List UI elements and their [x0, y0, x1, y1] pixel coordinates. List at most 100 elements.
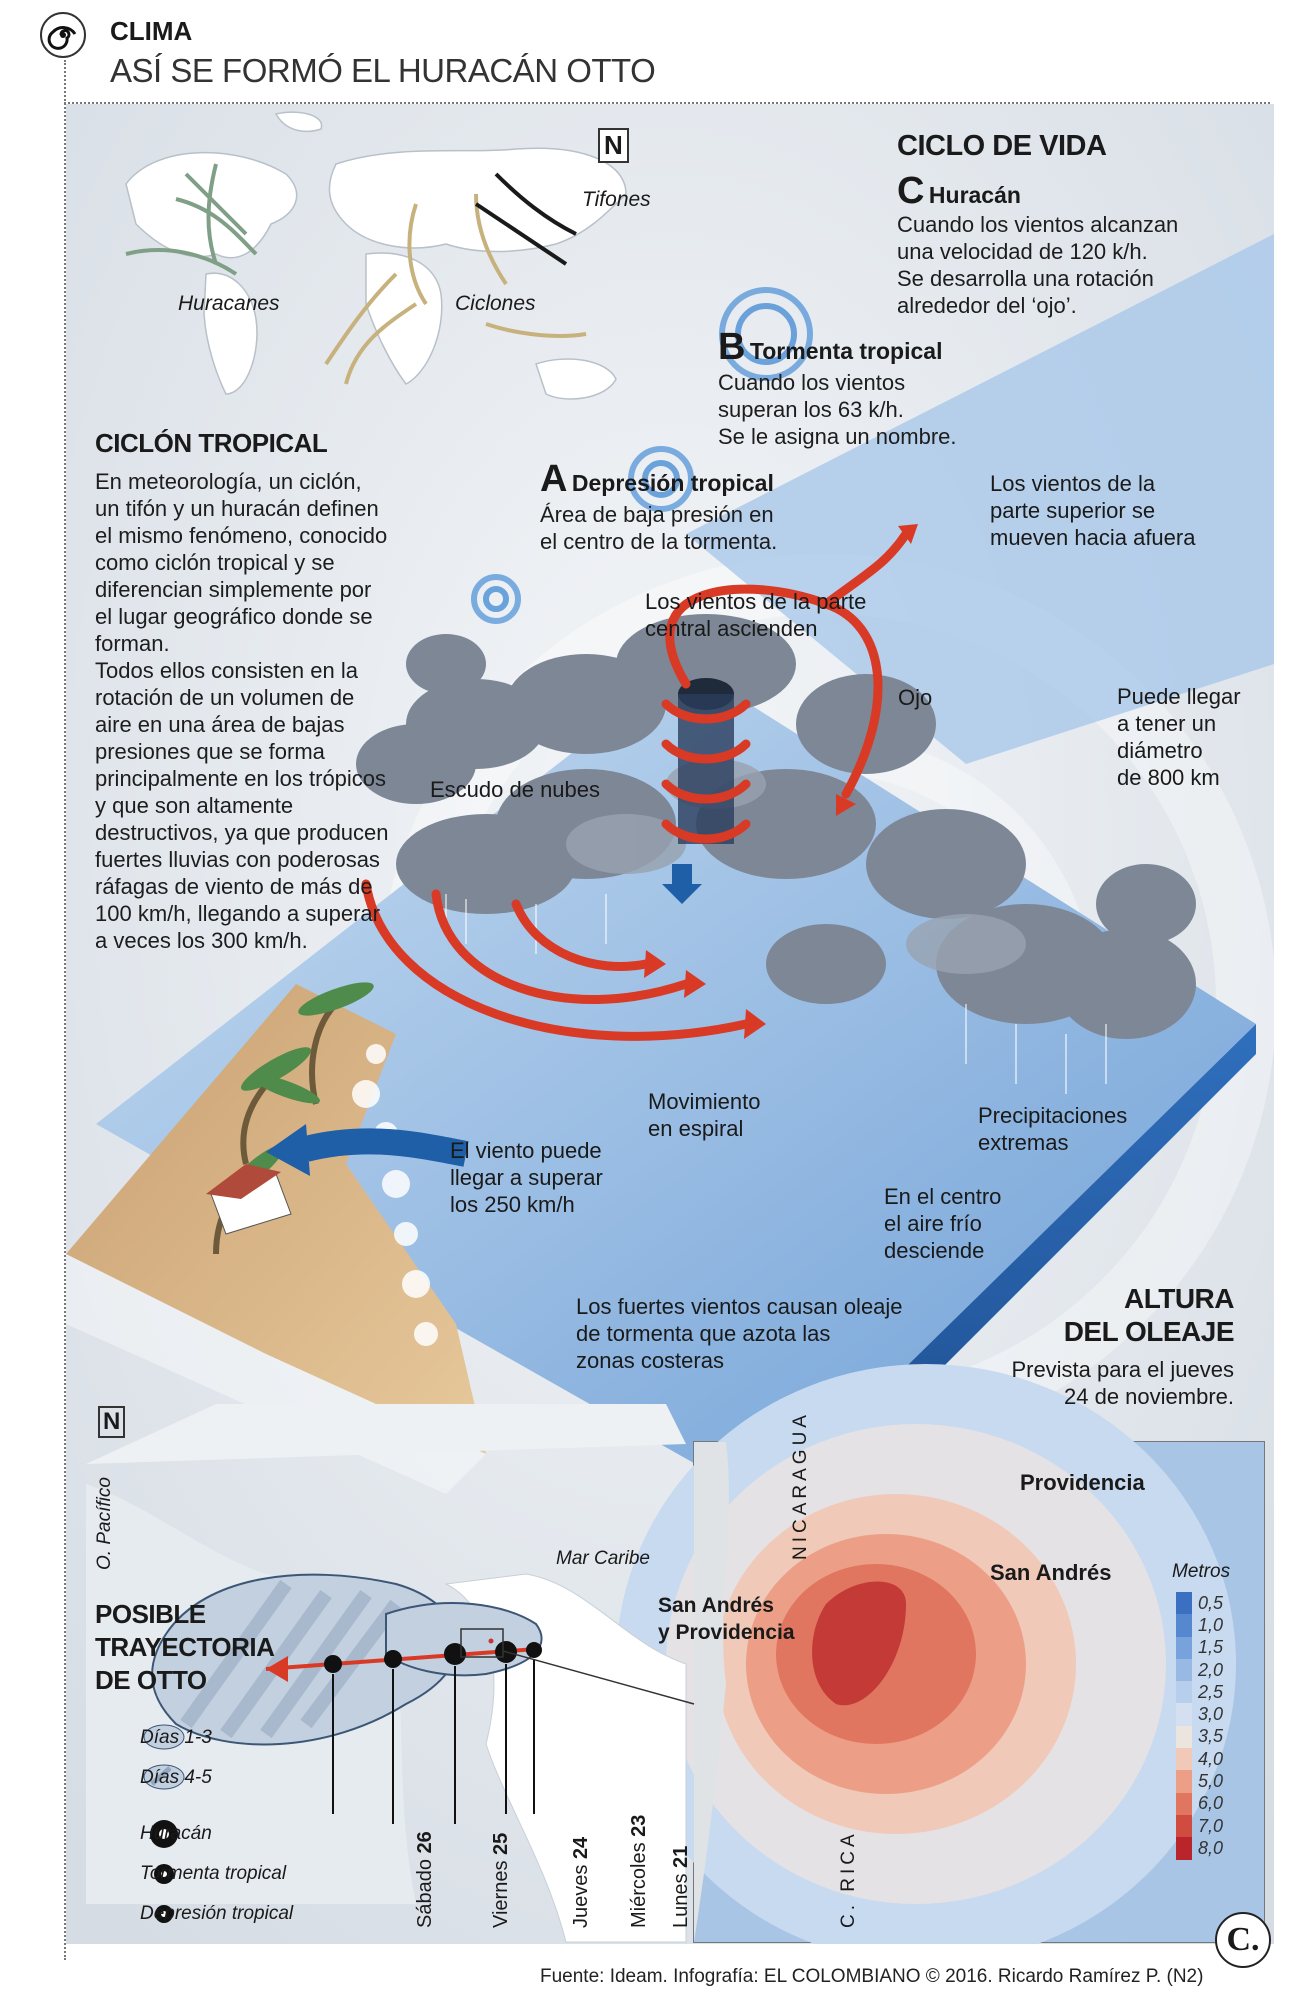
wave-legend-swatch	[1176, 1837, 1192, 1860]
label-cloud-shield: Escudo de nubes	[430, 777, 601, 802]
north-marker: N	[598, 128, 629, 163]
waves-title: ALTURA DEL OLEAJE	[1063, 1283, 1235, 1347]
wave-legend-item: 4,0	[1176, 1748, 1224, 1771]
section-label: CLIMA	[110, 16, 193, 46]
wave-legend-value: 3,5	[1198, 1726, 1224, 1747]
wave-legend-swatch	[1176, 1592, 1192, 1615]
wave-legend-value: 3,0	[1198, 1704, 1224, 1725]
wave-legend-value: 1,0	[1198, 1614, 1224, 1635]
day-number: 26	[414, 1831, 436, 1854]
cyclone-title: CICLÓN TROPICAL	[95, 428, 328, 458]
wave-legend-swatch	[1176, 1814, 1192, 1838]
hurricane-illustration	[66, 104, 1274, 1944]
stage-a-letter: A	[540, 458, 568, 500]
wave-legend-value: 0,5	[1198, 1592, 1224, 1613]
legend-days-4-5: Días 4-5	[140, 1767, 212, 1788]
day-number: 24	[570, 1836, 592, 1860]
footer-credit: Fuente: Ideam. Infografía: EL COLOMBIANO…	[540, 1966, 1204, 1987]
stage-c-name: Huracán	[928, 182, 1021, 208]
wave-legend-value: 7,0	[1198, 1815, 1224, 1836]
cyclone-text: En meteorología, un ciclón, un tifón y u…	[95, 469, 389, 953]
trajectory-north-marker: N	[98, 1406, 126, 1438]
cold-air-arrow	[662, 864, 702, 904]
day-number: 25	[490, 1832, 512, 1855]
trajectory-title: POSIBLE TRAYECTORIA DE OTTO	[95, 1599, 275, 1695]
label-costa-rica: C. RICA	[838, 1830, 859, 1928]
wave-legend-item: 7,0	[1176, 1814, 1224, 1838]
stage-c: C Huracán	[897, 170, 1021, 213]
day-label: Lunes 21	[670, 1846, 693, 1928]
wave-legend-swatch	[1176, 1681, 1192, 1704]
page-title: ASÍ SE FORMÓ EL HURACÁN OTTO	[110, 52, 656, 89]
wave-legend-item: 0,5	[1176, 1592, 1224, 1615]
wave-legend-value: 2,5	[1198, 1681, 1224, 1702]
legend-tropical-storm: Tormenta tropical	[140, 1863, 287, 1884]
day-name: Sábado	[414, 1853, 436, 1928]
lifecycle-title: CICLO DE VIDA	[897, 130, 1107, 162]
label-san-andres: San Andrés	[990, 1560, 1112, 1585]
stage-a: A Depresión tropical	[540, 458, 774, 501]
wave-map	[616, 1364, 1264, 1944]
day-label: Miércoles 23	[628, 1815, 651, 1928]
logo-text: C.	[1226, 1921, 1260, 1958]
wave-legend-value: 5,0	[1198, 1771, 1224, 1792]
label-central-winds: Los vientos de la parte central asciende…	[645, 589, 867, 641]
label-diameter: Puede llegar a tener un diámetro de 800 …	[1117, 684, 1241, 790]
header-dotted-line	[64, 102, 1270, 104]
stage-b-name: Tormenta tropical	[749, 338, 943, 364]
day-number: 21	[670, 1845, 692, 1868]
stage-b-text: Cuando los vientos superan los 63 k/h. S…	[718, 370, 957, 449]
house	[206, 1164, 292, 1235]
stage-b: B Tormenta tropical	[718, 326, 942, 369]
wave-legend-swatch	[1176, 1748, 1192, 1771]
label-surge: Los fuertes vientos causan oleaje de tor…	[576, 1294, 903, 1373]
label-precip: Precipitaciones extremas	[978, 1103, 1128, 1155]
wave-legend-item: 6,0	[1176, 1792, 1224, 1815]
wave-legend-item: 3,5	[1176, 1725, 1224, 1749]
day-label: Sábado 26	[414, 1831, 437, 1928]
wave-legend-value: 4,0	[1198, 1748, 1224, 1769]
label-ciclones: Ciclones	[455, 292, 536, 315]
trajectory-map	[86, 1404, 695, 1943]
lifecycle-icons	[471, 287, 813, 624]
label-pacific: O. Pacífico	[94, 1477, 115, 1570]
legend-hurricane: Huracán	[140, 1823, 212, 1844]
label-islands: San Andrés y Providencia	[658, 1594, 795, 1644]
label-upper-winds: Los vientos de la parte superior se muev…	[990, 471, 1196, 550]
day-name: Viernes	[490, 1854, 512, 1928]
waves-subtitle: Prevista para el jueves 24 de noviembre.	[1011, 1357, 1234, 1409]
label-eye: Ojo	[898, 685, 933, 710]
day-number: 23	[628, 1814, 650, 1837]
wave-legend-item: 8,0	[1176, 1837, 1224, 1860]
wave-legend-item: 2,0	[1176, 1658, 1223, 1682]
wave-legend-item: 3,0	[1176, 1703, 1224, 1726]
wave-legend-swatch	[1176, 1614, 1192, 1637]
wave-legend-value: 8,0	[1198, 1837, 1224, 1858]
wave-legend-item: 1,5	[1176, 1636, 1223, 1659]
stage-a-text: Área de baja presión en el centro de la …	[540, 502, 778, 554]
wave-legend-value: 6,0	[1198, 1793, 1224, 1814]
day-label: Jueves 24	[570, 1837, 593, 1928]
wave-legend-title: Metros	[1172, 1561, 1231, 1582]
wave-legend-swatch	[1176, 1725, 1192, 1749]
legend-days-1-3: Días 1-3	[140, 1727, 212, 1748]
wave-legend-item: 2,5	[1176, 1681, 1224, 1704]
left-dotted-line	[64, 60, 66, 1960]
stage-c-text: Cuando los vientos alcanzan una velocida…	[897, 212, 1179, 318]
wave-legend-swatch	[1176, 1770, 1192, 1793]
label-cold-air: En el centro el aire frío desciende	[884, 1184, 1002, 1263]
wave-legend-swatch	[1176, 1703, 1192, 1726]
label-caribbean: Mar Caribe	[556, 1548, 650, 1569]
wave-legend-item: 5,0	[1176, 1770, 1224, 1793]
wave-legend-swatch	[1176, 1658, 1192, 1682]
wave-legend-swatch	[1176, 1636, 1192, 1659]
stage-b-letter: B	[718, 326, 746, 368]
stage-c-letter: C	[897, 170, 925, 212]
logo-badge: C.	[1215, 1912, 1271, 1968]
label-nicaragua: NICARAGUA	[790, 1411, 811, 1560]
spiral-logo-icon	[40, 12, 86, 58]
stage-a-name: Depresión tropical	[571, 470, 774, 496]
label-providencia: Providencia	[1020, 1470, 1145, 1495]
day-name: Jueves	[570, 1859, 592, 1928]
